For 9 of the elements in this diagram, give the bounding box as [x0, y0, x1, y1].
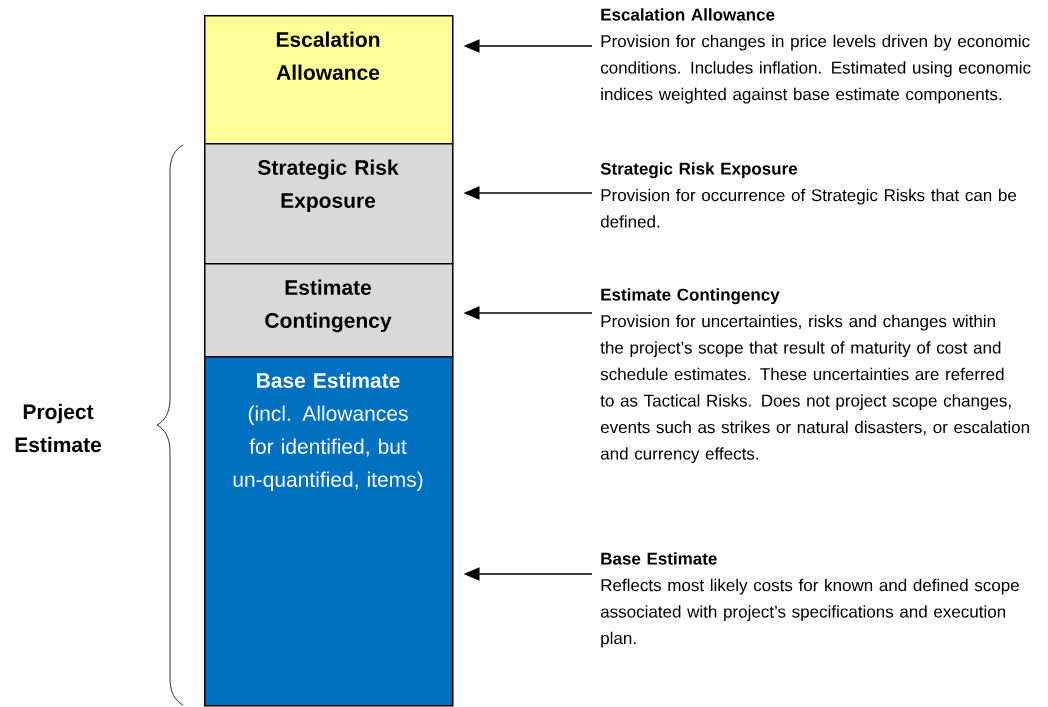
estimate-box: Base Estimate (incl. Allowances for identified, but un-quantified, items)	[204, 356, 454, 707]
estimate-box: Escalation Allowance	[204, 15, 454, 145]
description-text: Strategic Risk Exposure Provision for occurrence of Strategic Risks that can be defined.	[600, 162, 1017, 228]
description-text: Base Estimate Reflects most likely costs for known and defined scope associated with project’s specifications and execution plan.	[600, 552, 1019, 648]
estimate-box: Strategic Risk Exposure	[204, 143, 454, 265]
description-text: Estimate Contingency Provision for uncertainties, risks and changes within the project’s scope that result of maturity of cost and schedule estimates. These uncertainties are referred to as Tactical Risks. Does not project scope changes, events such as strikes or natural disasters, or escalation and currency effects.	[600, 288, 1029, 464]
estimate-box: Estimate Contingency	[204, 263, 454, 358]
description-text: Escalation Allowance Provision for changes in price levels driven by economic conditions. Includes inflation. Estimated using economic indices weighted against base estimate components.	[600, 8, 1031, 104]
group-label: Project Estimate	[15, 403, 102, 453]
